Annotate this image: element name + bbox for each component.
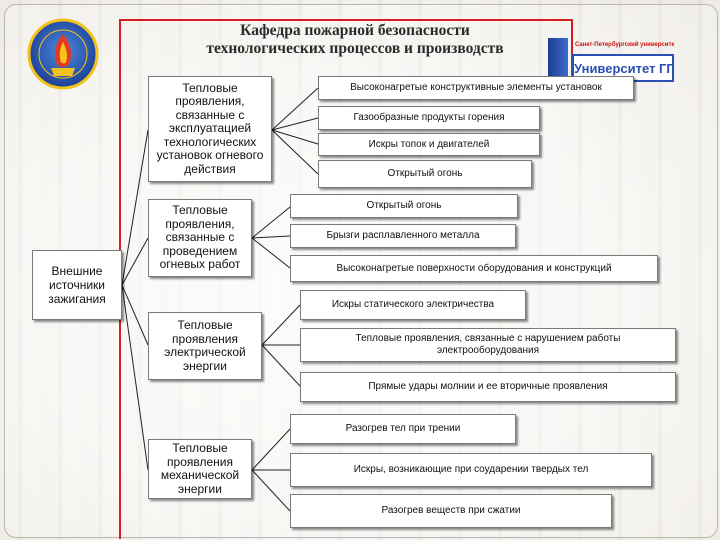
source-item: Искры, возникающие при соударении тверды… xyxy=(290,453,652,487)
connector-cat4-item3 xyxy=(251,469,291,512)
connector-cat2-item2 xyxy=(251,235,291,239)
fire-safety-emblem-icon xyxy=(27,18,99,90)
title-line-1: Кафедра пожарной безопасности xyxy=(240,22,470,39)
root-label: Внешние источники зажигания xyxy=(48,264,106,306)
source-item: Открытый огонь xyxy=(290,194,518,218)
connector-cat1-item1 xyxy=(271,87,319,131)
university-tower-icon xyxy=(548,38,568,86)
category-label: Тепловые проявления, связанные с эксплуа… xyxy=(156,80,264,176)
source-item-label: Газообразные продукты горения xyxy=(353,112,505,123)
category-node: Тепловые проявления механической энергии xyxy=(148,439,252,499)
source-item-label: Открытый огонь xyxy=(366,200,442,211)
connector-cat3-item1 xyxy=(261,304,301,346)
source-item: Высоконагретые поверхности оборудования … xyxy=(290,255,658,282)
source-item: Брызги расплавленного металла xyxy=(290,224,516,248)
red-rule-top xyxy=(120,19,573,21)
connector-cat1-item2 xyxy=(271,117,319,131)
source-item-label: Прямые удары молнии и ее вторичные прояв… xyxy=(368,381,608,392)
category-node: Тепловые проявления, связанные с эксплуа… xyxy=(148,76,272,182)
source-item: Прямые удары молнии и ее вторичные прояв… xyxy=(300,372,676,402)
source-item-label: Разогрев веществ при сжатии xyxy=(381,505,521,516)
source-item: Тепловые проявления, связанные с нарушен… xyxy=(300,328,676,362)
source-item-label: Высоконагретые конструктивные элементы у… xyxy=(350,82,602,93)
source-item: Разогрев веществ при сжатии xyxy=(290,494,612,528)
category-label: Тепловые проявления электрической энерги… xyxy=(164,318,246,373)
source-item-label: Открытый огонь xyxy=(387,168,463,179)
red-rule-right xyxy=(571,19,573,77)
connector-cat2-item3 xyxy=(251,237,291,269)
source-item-label: Искры топок и двигателей xyxy=(368,138,490,150)
source-item-label: Разогрев тел при трении xyxy=(345,423,461,434)
source-item: Газообразные продукты горения xyxy=(318,106,540,130)
university-logo-caption: Санкт-Петербургский университет ГПС МЧС … xyxy=(575,42,674,48)
title-line-2: технологических процессов и производств xyxy=(206,40,504,57)
connector-cat3-item3 xyxy=(261,344,301,387)
connector-cat4-item1 xyxy=(251,428,291,471)
source-item: Разогрев тел при трении xyxy=(290,414,516,444)
source-item: Высоконагретые конструктивные элементы у… xyxy=(318,76,634,100)
connector-root-cat3 xyxy=(121,284,149,346)
connector-cat2-item1 xyxy=(251,206,291,239)
source-item: Искры топок и двигателей xyxy=(318,133,540,156)
category-node: Тепловые проявления электрической энерги… xyxy=(148,312,262,380)
source-item-label: Искры статического электричества xyxy=(331,299,495,310)
category-label: Тепловые проявления, связанные с проведе… xyxy=(159,203,241,272)
category-label: Тепловые проявления механической энергии xyxy=(160,441,240,496)
source-item-label: Тепловые проявления, связанные с нарушен… xyxy=(355,333,621,356)
source-item-label: Брызги расплавленного металла xyxy=(326,230,480,241)
source-item: Искры статического электричества xyxy=(300,290,526,320)
connector-cat1-item4 xyxy=(271,129,319,175)
page-title: Кафедра пожарной безопасности технологич… xyxy=(150,22,560,58)
connector-cat1-item3 xyxy=(271,129,319,145)
source-item-label: Высоконагретые поверхности оборудования … xyxy=(336,262,612,274)
source-item: Открытый огонь xyxy=(318,160,532,188)
connector-root-cat1 xyxy=(121,129,149,286)
root-node: Внешние источники зажигания xyxy=(32,250,122,320)
connector-root-cat4 xyxy=(121,284,149,471)
category-node: Тепловые проявления, связанные с проведе… xyxy=(148,199,252,277)
connector-root-cat2 xyxy=(121,237,149,286)
source-item-label: Искры, возникающие при соударении тверды… xyxy=(353,464,589,475)
